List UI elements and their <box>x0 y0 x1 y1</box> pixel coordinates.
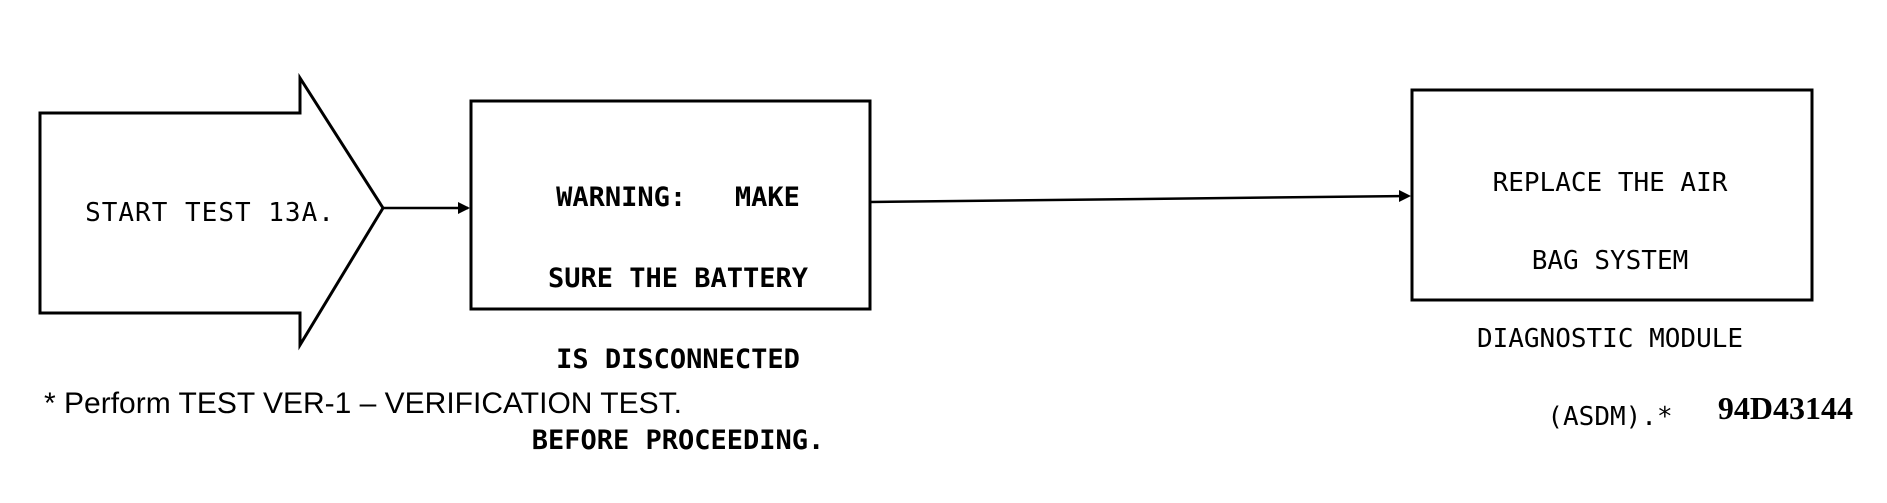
start-label: START TEST 13A. <box>85 198 335 228</box>
action-line: DIAGNOSTIC MODULE <box>1476 324 1744 354</box>
warning-line: IS DISCONNECTED <box>556 344 800 375</box>
action-text: REPLACE THE AIR BAG SYSTEM DIAGNOSTIC MO… <box>1415 118 1805 456</box>
action-line: BAG SYSTEM <box>1531 246 1689 276</box>
connector-warning-to-action <box>869 194 1409 204</box>
footnote: * Perform TEST VER-1 – VERIFICATION TEST… <box>44 387 682 420</box>
action-line: (ASDM).* <box>1547 402 1673 432</box>
action-box <box>1410 88 1814 302</box>
arrowhead-start-to-warning <box>458 202 470 214</box>
warning-text: WARNING: MAKE SURE THE BATTERY IS DISCON… <box>478 130 878 481</box>
warning-line: BEFORE PROCEEDING. <box>531 425 825 456</box>
warning-line: SURE THE BATTERY <box>547 263 809 294</box>
action-line: REPLACE THE AIR <box>1492 168 1728 198</box>
start-arrow-shape <box>38 72 385 351</box>
warning-box <box>469 99 872 311</box>
warning-line: WARNING: MAKE <box>556 182 800 213</box>
arrowhead-warning-to-action <box>1399 190 1411 202</box>
figure-id: 94D43144 <box>1717 390 1853 426</box>
